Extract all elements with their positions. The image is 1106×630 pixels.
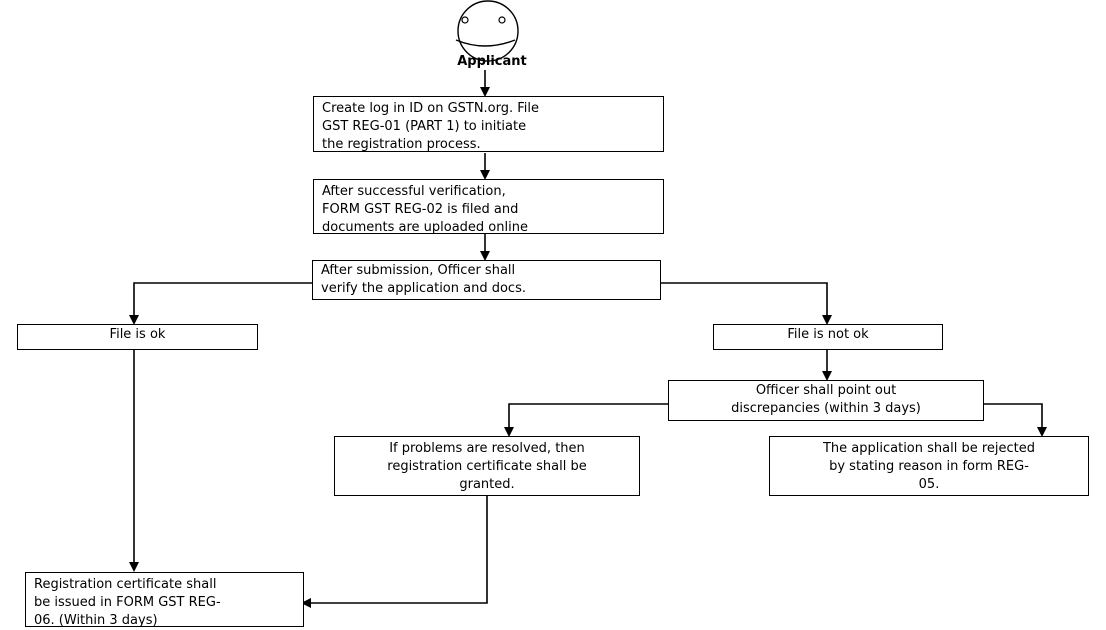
file-not-ok-text: File is not ok bbox=[787, 327, 869, 342]
discrepancies-box: Officer shall point out discrepancies (w… bbox=[668, 380, 984, 421]
step-text-line: After successful verification, bbox=[322, 184, 506, 199]
step-submission-box: After submission, Officer shall verify t… bbox=[312, 260, 661, 300]
step-text-line: registration certificate shall be bbox=[387, 459, 587, 474]
step-text-line: by stating reason in form REG- bbox=[829, 459, 1029, 474]
step-text-line: verify the application and docs. bbox=[321, 281, 526, 296]
arrow-discrepancies-to-resolved bbox=[504, 403, 668, 437]
applicant-label: Applicant bbox=[457, 54, 527, 69]
step-create-login-box: Create log in ID on GSTN.org. File GST R… bbox=[313, 96, 664, 152]
step-text-line: The application shall be rejected bbox=[822, 441, 1036, 456]
rejected-box: The application shall be rejected by sta… bbox=[769, 436, 1089, 496]
step-text-line: Registration certificate shall bbox=[34, 577, 217, 592]
arrow-discrepancies-to-rejected bbox=[983, 403, 1047, 437]
step-text-line: Create log in ID on GSTN.org. File bbox=[322, 101, 540, 116]
step-text-line: 06. (Within 3 days) bbox=[34, 613, 158, 628]
applicant-smiley-icon bbox=[455, 0, 519, 62]
step-text-line: discrepancies (within 3 days) bbox=[731, 401, 921, 416]
file-ok-box: File is ok bbox=[17, 324, 258, 350]
file-ok-text: File is ok bbox=[109, 327, 166, 342]
step-text-line: 05. bbox=[918, 477, 940, 492]
arrow-submission-to-file-ok bbox=[129, 282, 312, 325]
step-text-line: be issued in FORM GST REG- bbox=[34, 595, 221, 610]
arrow-resolved-to-issued bbox=[301, 496, 488, 608]
step-text-line: granted. bbox=[459, 477, 515, 492]
step-text-line: GST REG-01 (PART 1) to initiate bbox=[322, 119, 527, 134]
arrow-submission-to-file-not-ok bbox=[660, 282, 832, 325]
step-text-line: If problems are resolved, then bbox=[389, 441, 585, 456]
file-not-ok-box: File is not ok bbox=[713, 324, 943, 350]
step-text-line: Officer shall point out bbox=[755, 383, 897, 398]
step-verification-box: After successful verification, FORM GST … bbox=[313, 179, 664, 235]
issued-box: Registration certificate shall be issued… bbox=[25, 572, 304, 628]
step-text-line: After submission, Officer shall bbox=[321, 263, 516, 278]
step-text-line: documents are uploaded online bbox=[322, 220, 528, 235]
step-text-line: FORM GST REG-02 is filed and bbox=[322, 202, 519, 217]
step-text-line: the registration process. bbox=[322, 137, 481, 152]
resolved-box: If problems are resolved, then registrat… bbox=[334, 436, 640, 496]
